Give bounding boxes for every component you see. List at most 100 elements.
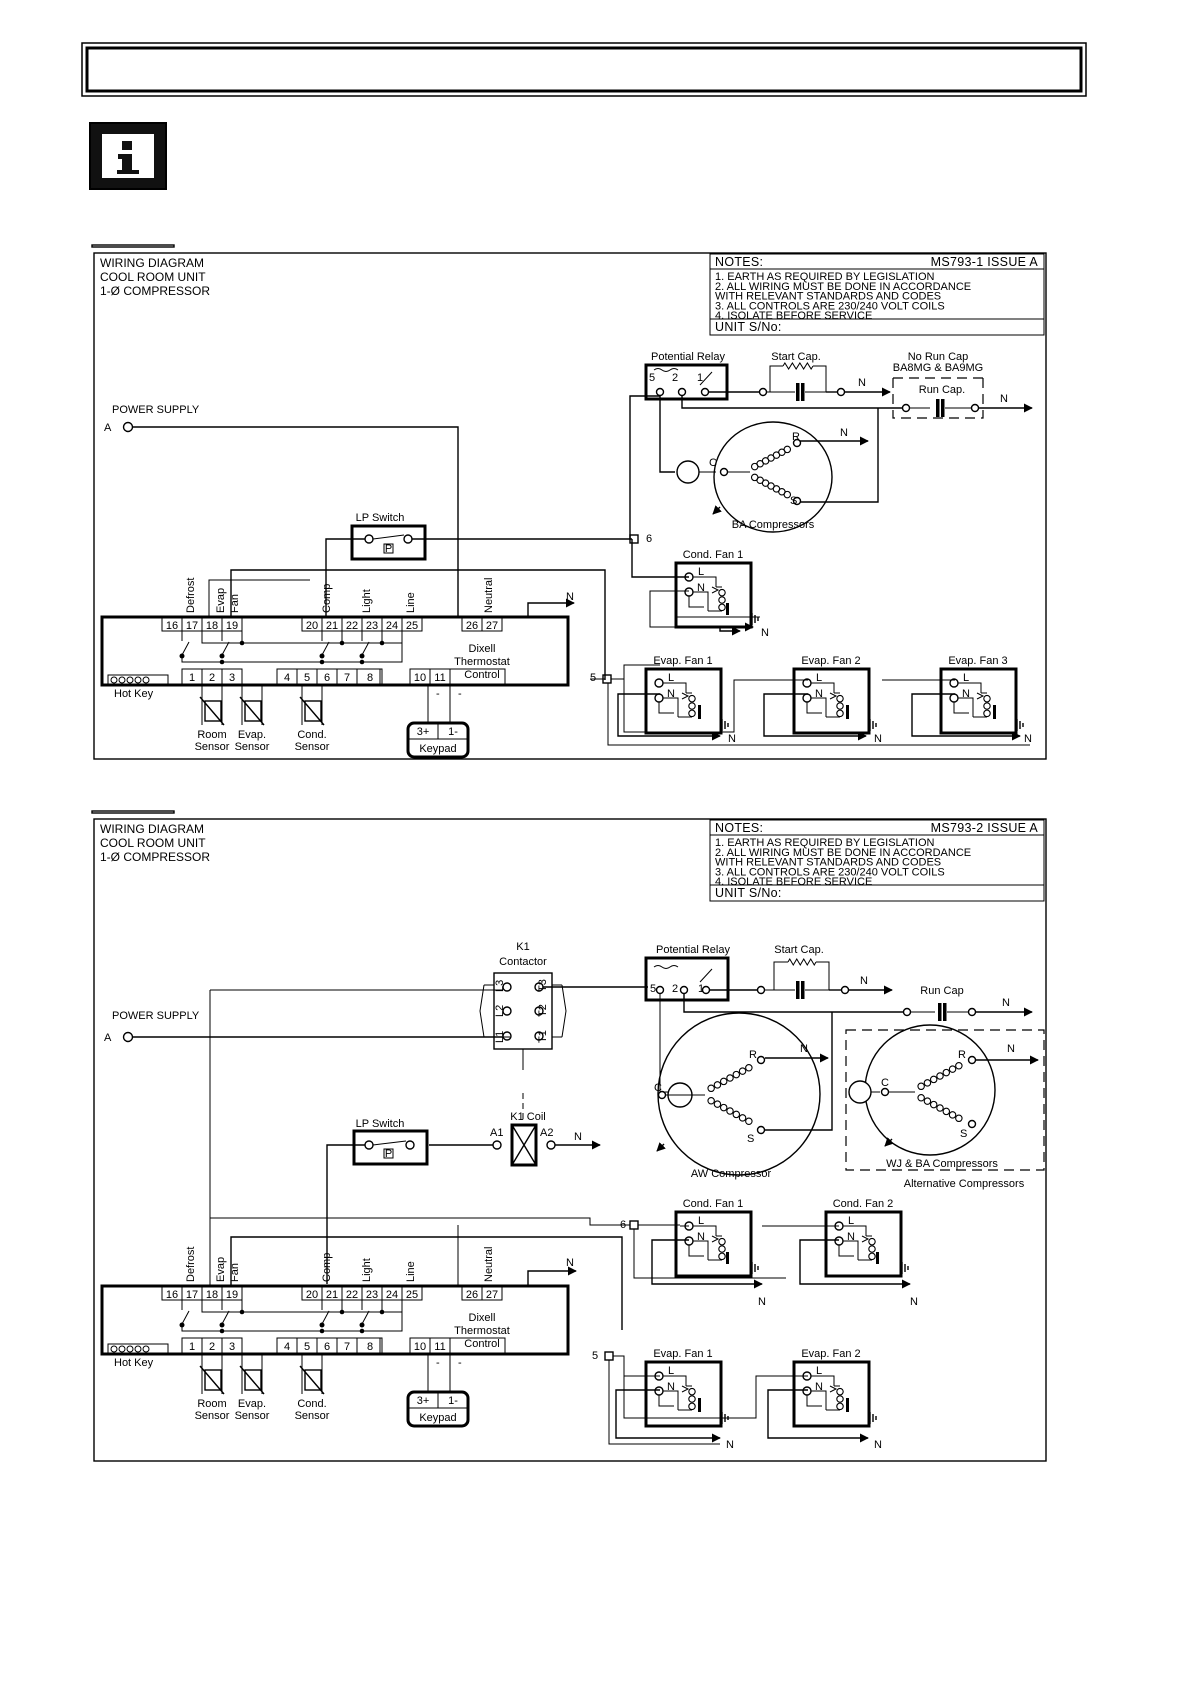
fan-motor: Evap. Fan 3LN bbox=[939, 655, 1024, 735]
terminal-circle bbox=[967, 1007, 977, 1017]
terminal-strip bbox=[276, 1337, 383, 1354]
terminal-circle bbox=[502, 1031, 512, 1041]
fan-switch bbox=[829, 692, 838, 700]
wire bbox=[181, 1300, 403, 1332]
terminal-number: 8 bbox=[367, 672, 373, 684]
wire bbox=[663, 682, 687, 693]
wire bbox=[230, 569, 606, 680]
relay-contact bbox=[181, 1310, 190, 1325]
neutral-label: N bbox=[761, 627, 769, 639]
earth-symbol bbox=[1016, 719, 1024, 731]
winding-loop bbox=[719, 1077, 728, 1086]
keypad-label: Keypad bbox=[419, 1412, 456, 1424]
wire bbox=[208, 579, 310, 616]
info-icon bbox=[89, 122, 167, 190]
winding-loop bbox=[836, 694, 844, 703]
relay-terminal: 2 bbox=[672, 372, 678, 384]
relay-contact bbox=[221, 1310, 230, 1325]
fan-motor: Evap. Fan 2LN bbox=[792, 1348, 877, 1428]
terminal-number: 6 bbox=[324, 1341, 330, 1353]
fan-title: Evap. Fan 1 bbox=[653, 1348, 712, 1360]
winding-loop bbox=[783, 445, 792, 454]
hotkey-pin bbox=[126, 1345, 134, 1353]
junction-label: 5 bbox=[592, 1350, 598, 1362]
notes-box bbox=[709, 819, 1045, 902]
wire bbox=[688, 596, 704, 608]
wire bbox=[629, 395, 660, 539]
wire bbox=[372, 534, 405, 540]
terminal-number: 20 bbox=[306, 1289, 318, 1301]
contactor-terminal: T2 bbox=[537, 1004, 549, 1017]
junction-dot bbox=[359, 659, 365, 665]
wire bbox=[683, 994, 904, 1013]
wire bbox=[651, 1239, 763, 1289]
sensor-label: Cond. bbox=[297, 729, 326, 741]
note-line: 3. ALL CONTROLS ARE 230/240 VOLT COILS bbox=[715, 300, 945, 312]
wire bbox=[958, 682, 982, 693]
winding-loop bbox=[948, 1111, 957, 1119]
wire bbox=[767, 1389, 869, 1443]
terminal-letter: L bbox=[668, 672, 674, 684]
terminal-number: 19 bbox=[226, 1289, 238, 1301]
fan-motor: Evap. Fan 2LN bbox=[792, 655, 877, 735]
winding-loop bbox=[718, 596, 726, 604]
winding-loop bbox=[836, 1387, 844, 1396]
bleed-resistor bbox=[787, 958, 817, 966]
terminal-function-label: Light bbox=[361, 1258, 373, 1282]
capacitor-plate bbox=[938, 1003, 942, 1021]
terminal-letter: N bbox=[847, 1231, 855, 1243]
sensor-slash bbox=[239, 1365, 265, 1395]
no-run-cap-models: BA8MG & BA9MG bbox=[893, 362, 983, 374]
sensor-slash bbox=[199, 696, 225, 726]
coil-terminal: A2 bbox=[540, 1127, 553, 1139]
earth-symbol bbox=[901, 1262, 909, 1274]
terminal-number: 25 bbox=[406, 1289, 418, 1301]
lp-switch-label: LP Switch bbox=[356, 512, 405, 524]
terminal-strip bbox=[409, 668, 506, 685]
controller-label: Thermostat bbox=[454, 1325, 510, 1337]
winding-loop bbox=[923, 1097, 932, 1105]
winding-loop bbox=[707, 1096, 715, 1105]
polarity-mark: - bbox=[436, 688, 440, 700]
compressor-earth-arrow bbox=[656, 1142, 666, 1152]
terminal-letter: L bbox=[698, 1215, 704, 1227]
note-line: 3. ALL CONTROLS ARE 230/240 VOLT COILS bbox=[715, 866, 945, 878]
hotkey-label: Hot Key bbox=[114, 688, 154, 700]
controller-label: Control bbox=[464, 1338, 499, 1350]
alternative-compressors-label: Alternative Compressors bbox=[904, 1178, 1025, 1190]
junction-dot bbox=[319, 1328, 325, 1334]
wire bbox=[631, 539, 689, 578]
terminal-number: 11 bbox=[434, 672, 445, 684]
wire bbox=[615, 1389, 721, 1443]
wire bbox=[372, 1140, 407, 1146]
winding-loop bbox=[923, 1079, 932, 1087]
terminal-circle bbox=[492, 1140, 502, 1150]
unit-serial-label: UNIT S/No: bbox=[715, 886, 782, 900]
fan-box bbox=[939, 667, 1018, 735]
keypad-terminal: 1- bbox=[448, 726, 458, 738]
polarity-mark: - bbox=[436, 1357, 440, 1369]
winding-loop bbox=[688, 694, 696, 703]
junction-dot bbox=[359, 1328, 365, 1334]
unit-serial-label: UNIT S/No: bbox=[715, 320, 782, 334]
contact-pivot bbox=[319, 653, 325, 659]
compressor-terminal: C bbox=[881, 1077, 889, 1089]
wire bbox=[663, 1390, 679, 1410]
terminal-circle bbox=[802, 693, 812, 703]
wire bbox=[719, 626, 741, 636]
terminal-circle bbox=[967, 1055, 977, 1065]
terminal-circle bbox=[364, 1140, 374, 1150]
keypad: --3+1-Keypad bbox=[406, 1353, 470, 1428]
relay-contact bbox=[361, 1310, 370, 1325]
terminal-circle bbox=[756, 1055, 766, 1065]
winding-loop bbox=[917, 1082, 925, 1091]
terminal-letter: N bbox=[667, 1381, 675, 1393]
fan-switch bbox=[711, 1235, 720, 1243]
terminal-circle bbox=[902, 1007, 912, 1017]
wire bbox=[811, 1390, 827, 1410]
junction-box bbox=[604, 1351, 614, 1361]
neutral-label: N bbox=[566, 1257, 574, 1269]
terminal-letter: N bbox=[815, 1381, 823, 1393]
keypad-label: Keypad bbox=[419, 743, 456, 755]
note-line: 1. EARTH AS REQUIRED BY LEGISLATION bbox=[715, 837, 935, 849]
